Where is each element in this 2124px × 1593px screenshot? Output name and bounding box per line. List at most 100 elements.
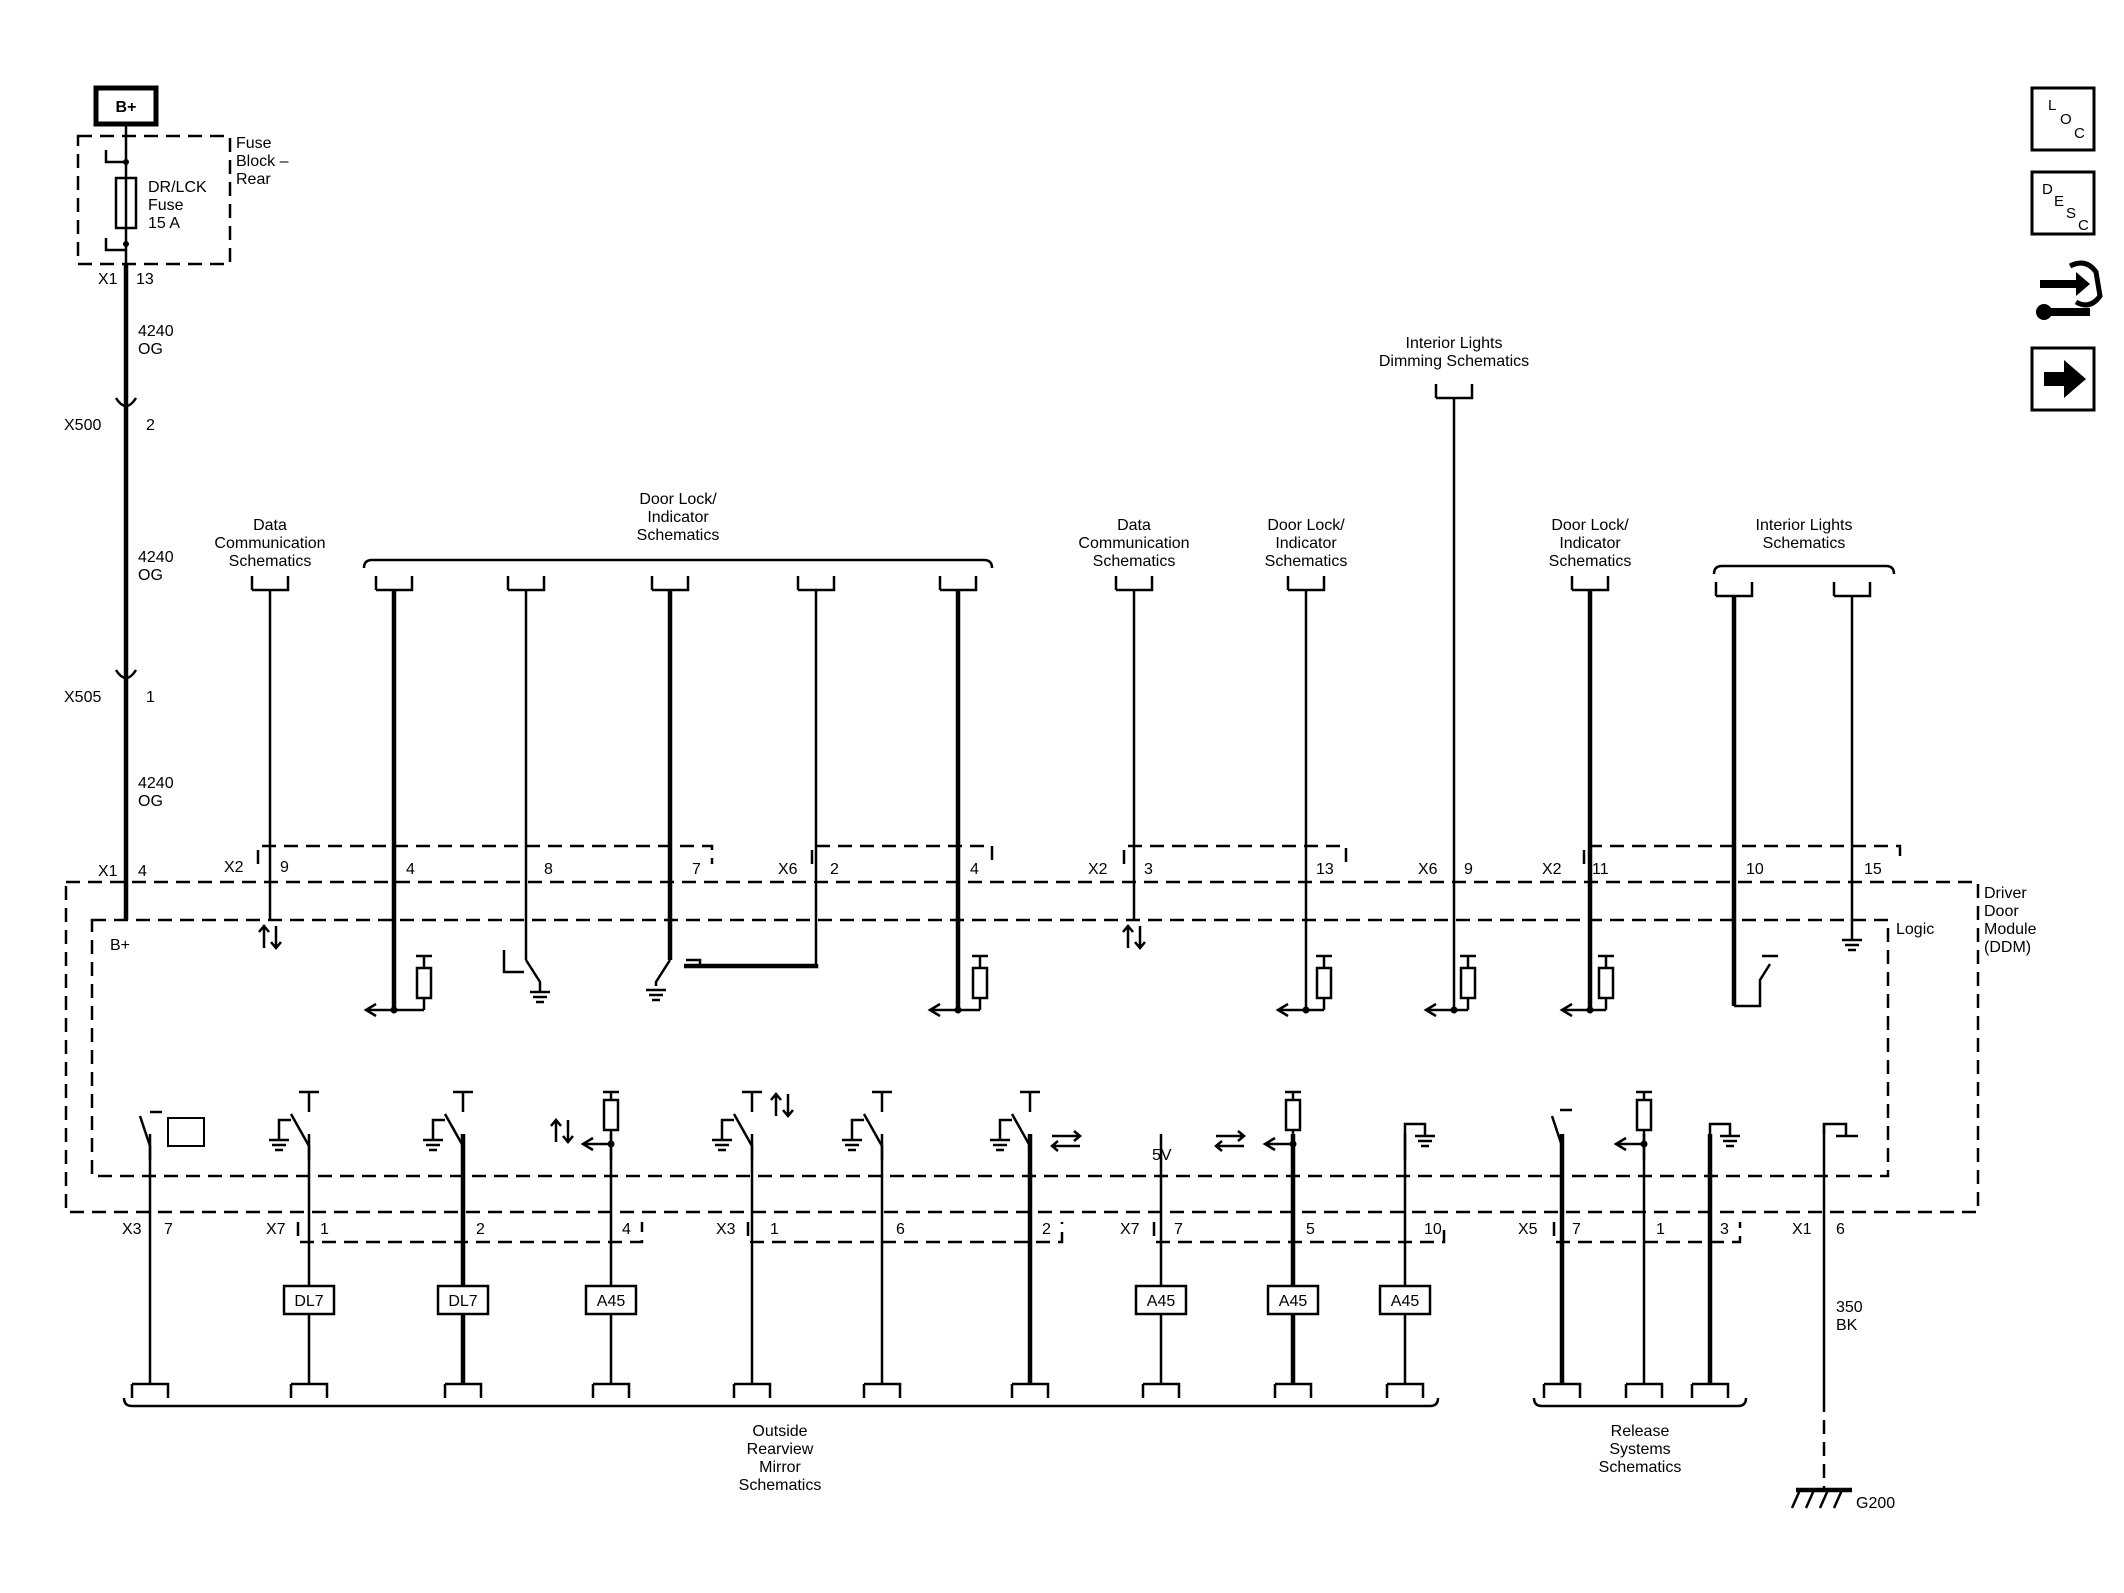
ddm-name-2: Door [1984, 903, 2019, 920]
logic-outline [90, 918, 1890, 1178]
signal-arrow-icon [927, 1002, 958, 1018]
feed-color-1: OG [138, 341, 163, 358]
connector-bracket [862, 1382, 902, 1398]
svg-text:X7: X7 [1120, 1221, 1140, 1238]
description-button[interactable]: D E S C [2030, 170, 2096, 236]
resistor-icon [971, 966, 989, 1000]
svg-text:5: 5 [1306, 1221, 1315, 1238]
svg-text:Interior Lights: Interior Lights [1406, 335, 1503, 352]
data-arrow-up-icon [258, 924, 270, 948]
svg-text:13: 13 [1316, 861, 1334, 878]
switch-icon [1734, 963, 1772, 1008]
fuse-block-name-1: Fuse [236, 135, 272, 152]
fuse-label-3: 15 A [148, 215, 180, 232]
connector-bracket [250, 576, 290, 592]
svg-text:6: 6 [896, 1221, 905, 1238]
x500-pin: 2 [146, 417, 155, 434]
location-button[interactable]: L O C [2030, 86, 2096, 152]
svg-text:11: 11 [1592, 861, 1609, 878]
switch-icon [524, 959, 542, 986]
fuse-label-2: Fuse [148, 197, 184, 214]
data-arrow-up-icon [1122, 924, 1134, 948]
svg-text:Schematics: Schematics [1549, 553, 1632, 570]
next-page-button[interactable] [2030, 346, 2096, 412]
svg-text:Communication: Communication [1078, 535, 1189, 552]
signal-arrow-icon [580, 1136, 611, 1152]
svg-text:X1: X1 [98, 863, 118, 880]
feed-color-3: OG [138, 793, 163, 810]
svg-text:Schematics: Schematics [637, 527, 720, 544]
connector-bracket [506, 576, 546, 592]
module-internal-top [258, 924, 1862, 1018]
arrow-left-icon [1050, 1140, 1080, 1152]
connector-bracket [1114, 576, 1154, 592]
connector-bracket [1141, 1382, 1181, 1398]
arrow-left-icon [1214, 1140, 1244, 1152]
connector-tools-icon [2036, 260, 2103, 320]
svg-text:X3: X3 [716, 1221, 736, 1238]
bottom-connector-outlines [296, 1222, 1742, 1244]
svg-text:Door Lock/: Door Lock/ [1267, 517, 1345, 534]
fuse-connector-pin: 13 [136, 271, 154, 288]
svg-text:Communication: Communication [214, 535, 325, 552]
svg-text:X7: X7 [266, 1221, 286, 1238]
ground-g200: 350 BK G200 [1790, 1124, 1895, 1512]
switch-icon [1010, 1090, 1040, 1160]
data-arrow-down-icon [270, 926, 282, 950]
heater-icon [167, 1117, 205, 1147]
svg-text:Schematics: Schematics [229, 553, 312, 570]
svg-text:2: 2 [1042, 1221, 1051, 1238]
signal-arrow-icon [1613, 1136, 1644, 1152]
top-circuit-wires [250, 384, 1872, 1010]
svg-text:Data: Data [253, 517, 287, 534]
data-arrow-down-icon [1134, 926, 1146, 950]
resistor-icon [1315, 966, 1333, 1000]
connector-bracket [1542, 1382, 1582, 1398]
svg-text:Schematics: Schematics [1599, 1459, 1682, 1476]
connector-tools-button[interactable] [2036, 260, 2103, 320]
svg-text:C: C [2074, 125, 2085, 142]
svg-text:X2: X2 [224, 859, 244, 876]
feed-circuit-2: 4240 [138, 549, 174, 566]
svg-text:3: 3 [1144, 861, 1153, 878]
svg-text:4: 4 [138, 863, 147, 880]
svg-text:3: 3 [1720, 1221, 1729, 1238]
connector-bracket [938, 576, 978, 592]
switch-icon [289, 1090, 319, 1160]
svg-text:L: L [2048, 97, 2056, 114]
svg-text:4: 4 [622, 1221, 631, 1238]
data-arrow-down-icon [782, 1094, 794, 1118]
svg-text:9: 9 [280, 859, 289, 876]
link-wire [684, 963, 819, 969]
x505-pin: 1 [146, 689, 155, 706]
arrow-right-icon [2044, 360, 2086, 398]
svg-text:D: D [2042, 181, 2053, 198]
svg-text:X3: X3 [122, 1221, 142, 1238]
svg-text:Systems: Systems [1609, 1441, 1670, 1458]
svg-text:Schematics: Schematics [739, 1477, 822, 1494]
signal-arrow-icon [1275, 1002, 1306, 1018]
svg-text:1: 1 [1656, 1221, 1665, 1238]
data-arrow-down-icon [562, 1120, 574, 1144]
connector-bracket [289, 1382, 329, 1398]
ddm-name-4: (DDM) [1984, 939, 2031, 956]
svg-text:8: 8 [544, 861, 553, 878]
ground-color: BK [1836, 1317, 1858, 1334]
inline-ref-a45-1: A45 [597, 1293, 626, 1310]
svg-text:9: 9 [1464, 861, 1473, 878]
connector-bracket [1690, 1382, 1730, 1398]
switch-icon [443, 1090, 473, 1160]
switch-lead [502, 950, 524, 974]
svg-text:Interior Lights: Interior Lights [1756, 517, 1853, 534]
svg-text:C: C [2078, 217, 2089, 234]
fuse-connector-label: X1 [98, 271, 118, 288]
connector-bracket [374, 576, 414, 592]
ddm-name-1: Driver [1984, 885, 2027, 902]
connector-bracket [1010, 1382, 1050, 1398]
top-connector-outlines [256, 844, 1902, 864]
connector-bracket [1273, 1382, 1313, 1398]
svg-text:Indicator: Indicator [1275, 535, 1337, 552]
svg-text:Schematics: Schematics [1093, 553, 1176, 570]
fuse-label-1: DR/LCK [148, 179, 207, 196]
